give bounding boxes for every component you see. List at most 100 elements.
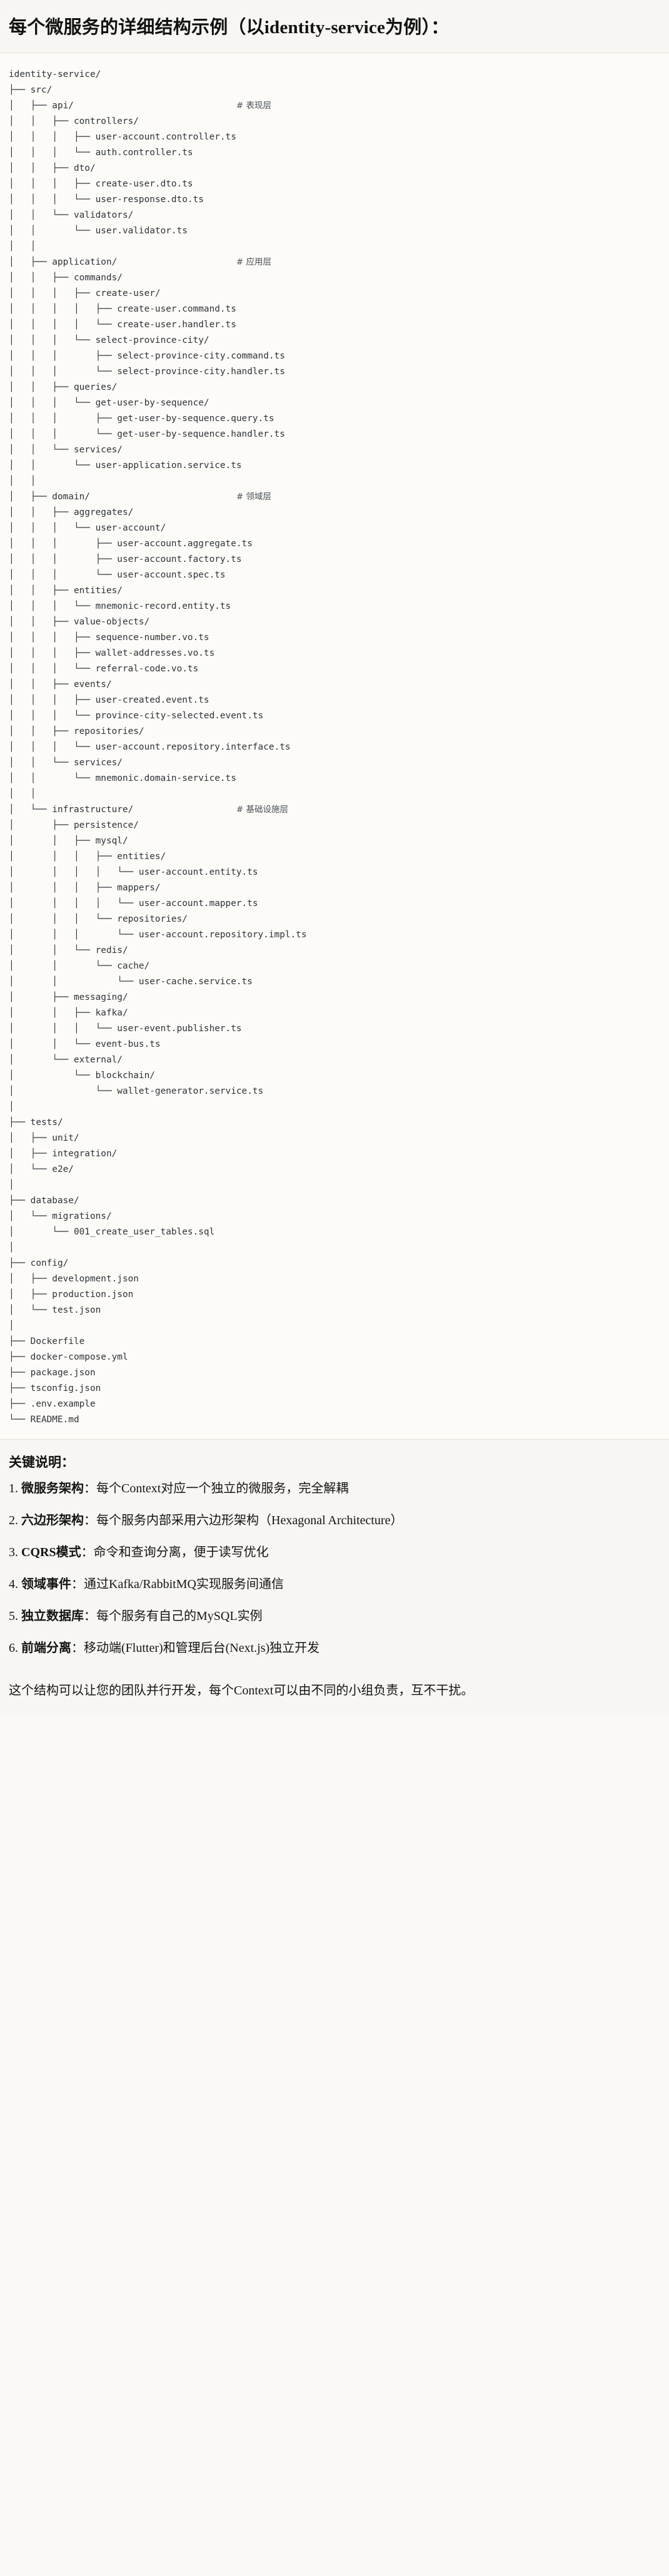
tree-line: │ │ └── redis/: [9, 945, 128, 956]
tree-line-path: │ ├── api/: [9, 101, 236, 111]
tree-line: │ │ ├── aggregates/: [9, 507, 134, 518]
tree-line: │ └── test.json: [9, 1305, 101, 1316]
tree-line: │ │ └── validators/: [9, 210, 134, 221]
tree-line: └── README.md: [9, 1415, 79, 1425]
key-point-term: 微服务架构: [21, 1482, 84, 1496]
key-point-description: 移动端(Flutter)和管理后台(Next.js)独立开发: [84, 1641, 320, 1656]
tree-line: │ │ │ └── user-account.repository.interf…: [9, 742, 291, 753]
key-point-index: 2.: [9, 1514, 21, 1528]
tree-line: │ │ │ └── user-response.dto.ts: [9, 195, 204, 205]
tree-line: │ │ │ ├── user-account.factory.ts: [9, 554, 242, 565]
key-point-separator: ：: [71, 1641, 84, 1656]
tree-line: │ └── blockchain/: [9, 1071, 155, 1081]
tree-line: ├── docker-compose.yml: [9, 1352, 128, 1363]
tree-line-comment: # 应用层: [236, 257, 271, 268]
tree-line-path: │ ├── application/: [9, 257, 236, 268]
tree-line: │ │ │ ├── get-user-by-sequence.query.ts: [9, 414, 274, 424]
tree-line: │: [9, 1321, 14, 1331]
key-point-index: 1.: [9, 1482, 21, 1496]
tree-line: │ ├── unit/: [9, 1133, 79, 1144]
tree-line: ├── tests/: [9, 1117, 63, 1128]
tree-line-path: │ ├── domain/: [9, 492, 236, 502]
key-point-item: 5. 独立数据库：每个服务有自己的MySQL实例: [9, 1607, 660, 1626]
tree-line: │ │ │ ├── mappers/: [9, 883, 161, 893]
tree-line: │ │ │ └── mnemonic-record.entity.ts: [9, 601, 231, 612]
tree-line: │ │ │ └── select-province-city.handler.t…: [9, 367, 285, 377]
tree-line: │ │: [9, 789, 36, 800]
tree-line: │ │ │ └── user-account/: [9, 523, 166, 534]
tree-line: │ └── infrastructure/ # 基础设施层: [9, 802, 660, 818]
tree-line: │ ├── persistence/: [9, 820, 139, 831]
tree-line: │ │ │ │ └── user-account.entity.ts: [9, 867, 258, 878]
tree-line: │ │ │ │ ├── create-user.command.ts: [9, 304, 236, 315]
tree-line: │ │: [9, 242, 36, 252]
tree-line: │ │ │ └── user-account.spec.ts: [9, 570, 226, 581]
tree-line: │: [9, 1243, 14, 1253]
tree-line: ├── database/: [9, 1196, 79, 1206]
key-point-separator: ：: [71, 1577, 84, 1592]
tree-line: │ │ │ └── province-city-selected.event.t…: [9, 711, 264, 721]
directory-tree-block: identity-service/ ├── src/ │ ├── api/ # 表现…: [0, 53, 669, 1440]
tree-line: │ │ │ └── get-user-by-sequence.handler.t…: [9, 429, 285, 440]
directory-tree: identity-service/ ├── src/ │ ├── api/ # 表现…: [9, 67, 660, 1428]
tree-line: │ ├── integration/: [9, 1149, 118, 1159]
tree-line: │ └── 001_create_user_tables.sql: [9, 1227, 215, 1238]
tree-line: │ │ ├── value-objects/: [9, 617, 150, 628]
tree-line: │ └── external/: [9, 1055, 123, 1066]
tree-line: │ │ │ └── user-account.repository.impl.t…: [9, 930, 307, 940]
tree-line: │ │ │ ├── create-user.dto.ts: [9, 179, 193, 190]
key-point-index: 3.: [9, 1545, 21, 1560]
key-point-description: 每个服务内部采用六边形架构（Hexagonal Architecture）: [96, 1514, 403, 1528]
tree-line: │ │ └── services/: [9, 758, 123, 768]
key-point-description: 每个服务有自己的MySQL实例: [96, 1609, 263, 1624]
tree-line: │ ├── messaging/: [9, 992, 128, 1003]
tree-line: │ └── migrations/: [9, 1211, 112, 1222]
tree-line: │ │ │ ├── sequence-number.vo.ts: [9, 633, 209, 643]
tree-line: │ │ │ └── user-event.publisher.ts: [9, 1024, 242, 1034]
tree-line: │ │ │ ├── create-user/: [9, 288, 161, 299]
tree-line: ├── src/: [9, 85, 53, 96]
tree-line: ├── config/: [9, 1258, 69, 1269]
key-point-separator: ：: [84, 1514, 96, 1528]
key-point-separator: ：: [84, 1482, 96, 1496]
tree-line: │ │ │ └── referral-code.vo.ts: [9, 664, 199, 675]
tree-line: │ ├── application/ # 应用层: [9, 255, 660, 270]
tree-line: │ │ └── cache/: [9, 961, 150, 972]
tree-line: identity-service/: [9, 69, 101, 80]
key-point-index: 6.: [9, 1641, 21, 1656]
tree-line: │: [9, 1102, 14, 1112]
tree-line: │ │ └── user-cache.service.ts: [9, 977, 253, 987]
tree-line: │ ├── api/ # 表现层: [9, 98, 660, 114]
tree-line-comment: # 表现层: [236, 101, 271, 111]
closing-note: 这个结构可以让您的团队并行开发，每个Context可以由不同的小组负责，互不干扰…: [0, 1677, 669, 1717]
key-point-term: 领域事件: [21, 1577, 71, 1592]
key-point-item: 2. 六边形架构：每个服务内部采用六边形架构（Hexagonal Archite…: [9, 1512, 660, 1530]
key-point-term: CQRS模式: [21, 1545, 81, 1560]
tree-line: │ │ │ └── get-user-by-sequence/: [9, 398, 209, 409]
key-point-description: 每个Context对应一个独立的微服务，完全解耦: [96, 1482, 349, 1496]
tree-line: │ └── e2e/: [9, 1164, 74, 1175]
document-header: 每个微服务的详细结构示例（以identity-service为例）：: [0, 0, 669, 54]
tree-line-comment: # 基础设施层: [236, 805, 288, 815]
tree-line: │ │ ├── entities/: [9, 586, 123, 596]
tree-line: ├── package.json: [9, 1368, 96, 1378]
key-point-item: 3. CQRS模式：命令和查询分离，便于读写优化: [9, 1544, 660, 1562]
tree-line: │: [9, 1180, 14, 1191]
tree-line: │ │ └── mnemonic.domain-service.ts: [9, 773, 236, 784]
tree-line: │ │ ├── mysql/: [9, 836, 128, 847]
tree-line: │ │ ├── events/: [9, 680, 112, 690]
tree-line: │ ├── development.json: [9, 1274, 139, 1285]
key-point-separator: ：: [84, 1609, 96, 1624]
tree-line: │ │ │ └── auth.controller.ts: [9, 148, 193, 158]
key-point-separator: ：: [81, 1545, 94, 1560]
key-point-item: 4. 领域事件：通过Kafka/RabbitMQ实现服务间通信: [9, 1576, 660, 1594]
tree-line: │ │ ├── commands/: [9, 273, 123, 283]
key-point-item: 6. 前端分离：移动端(Flutter)和管理后台(Next.js)独立开发: [9, 1639, 660, 1657]
tree-line: │ ├── domain/ # 领域层: [9, 489, 660, 505]
key-points-heading: 关键说明：: [9, 1455, 74, 1470]
key-point-description: 通过Kafka/RabbitMQ实现服务间通信: [84, 1577, 284, 1592]
tree-line: │ │ │ └── repositories/: [9, 914, 188, 925]
tree-line: │ │ │ ├── user-created.event.ts: [9, 695, 209, 706]
